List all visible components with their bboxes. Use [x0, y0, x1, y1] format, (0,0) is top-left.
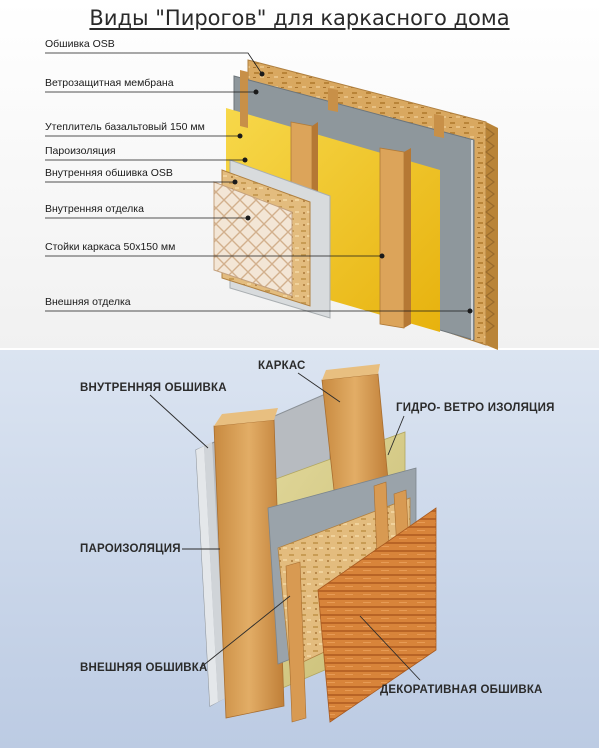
bottom-studs [213, 364, 389, 719]
label-decorative-cladding: ДЕКОРАТИВНАЯ ОБШИВКА [380, 684, 543, 696]
top-siding-edge [485, 127, 495, 333]
label-vapour-insulation: ПАРОИЗОЛЯЦИЯ [80, 543, 181, 555]
label-inner-finish: Внутренняя отделка [45, 203, 144, 215]
label-inner-sheathing: ВНУТРЕННЯЯ ОБШИВКА [80, 382, 227, 394]
label-inner-osb: Внутренняя обшивка OSB [45, 167, 173, 179]
label-outer-finish: Внешняя отделка [45, 296, 131, 308]
label-hydro-wind-insulation: ГИДРО- ВЕТРО ИЗОЛЯЦИЯ [396, 402, 555, 414]
bottom-cladding [317, 507, 437, 723]
top-leader-lines [45, 52, 470, 312]
label-frame: КАРКАС [258, 360, 306, 372]
top-studs [240, 70, 444, 329]
label-osb-sheathing: Обшивка OSB [45, 38, 115, 50]
top-leader-dots [232, 71, 473, 314]
label-frame-studs: Стойки каркаса 50x150 мм [45, 241, 176, 253]
page-title: Виды "Пирогов" для каркасного дома [89, 6, 510, 30]
label-basalt-insulation: Утеплитель базальтовый 150 мм [45, 121, 205, 133]
top-inner-finish [213, 181, 293, 297]
label-vapour-barrier: Пароизоляция [45, 145, 116, 157]
label-outer-sheathing: ВНЕШНЯЯ ОБШИВКА [80, 662, 208, 674]
bottom-leader-lines [149, 372, 421, 681]
bottom-inner-sheathing [204, 442, 226, 702]
label-wind-membrane: Ветрозащитная мембрана [45, 77, 174, 89]
bottom-vapour-edge [196, 446, 218, 706]
